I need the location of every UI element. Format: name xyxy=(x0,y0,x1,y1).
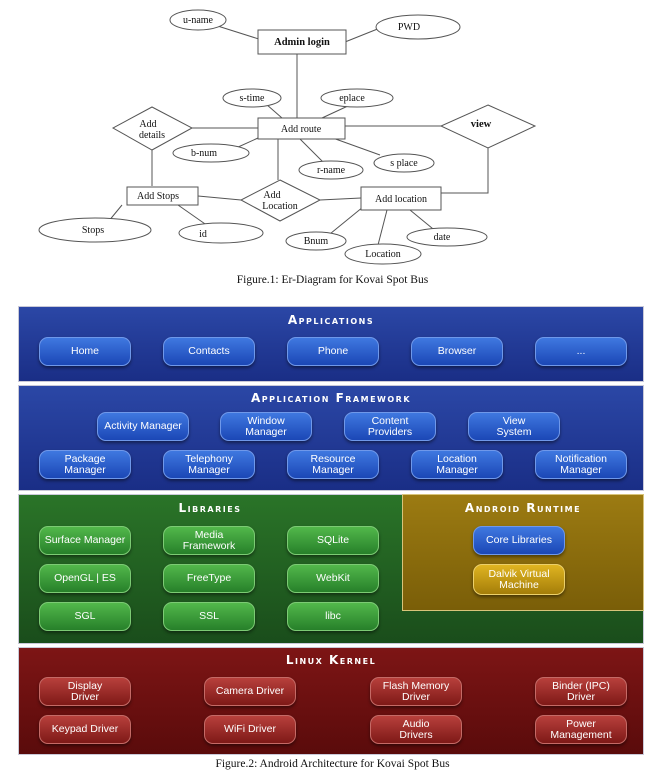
app-block-contacts: Contacts xyxy=(163,337,255,366)
er-shapes xyxy=(38,9,537,265)
runtime-title: Android Runtime xyxy=(464,501,582,515)
attr-id: id xyxy=(199,229,207,240)
library-block-libc: libc xyxy=(287,602,379,631)
attr-date: date xyxy=(434,232,451,243)
attr-bnum: Bnum xyxy=(304,236,329,247)
kernel-block-camera-driver: Camera Driver xyxy=(204,677,296,706)
libraries-title: Libraries xyxy=(178,501,242,515)
kernel-layer: Linux Kernel Display Driver Camera Driver… xyxy=(18,647,644,755)
attr-b-num: b-num xyxy=(191,148,217,159)
library-block-webkit: WebKit xyxy=(287,564,379,593)
attr-location: Location xyxy=(365,249,401,260)
framework-block-location-manager: Location Manager xyxy=(411,450,503,479)
attr-s-time: s-time xyxy=(240,93,266,104)
attr-s-place: s place xyxy=(390,158,418,169)
entity-add-route: Add route xyxy=(281,124,322,135)
framework-block-telephony-manager: Telephony Manager xyxy=(163,450,255,479)
figure2-caption: Figure.2: Android Architecture for Kovai… xyxy=(215,758,450,770)
kernel-block-wifi-driver: WiFi Driver xyxy=(204,715,296,744)
library-block-sgl: SGL xyxy=(39,602,131,631)
attr-pwd: PWD xyxy=(398,22,420,33)
entity-add-location: Add location xyxy=(375,194,427,205)
attr-r-name: r-name xyxy=(317,165,346,176)
attr-stops: Stops xyxy=(82,225,104,236)
entity-admin-login: Admin login xyxy=(274,37,330,48)
framework-block-view-system: View System xyxy=(468,412,560,441)
framework-block-content-providers: Content Providers xyxy=(344,412,436,441)
kernel-block-power-management: Power Management xyxy=(535,715,627,744)
attr-u-name: u-name xyxy=(183,15,214,26)
kernel-title: Linux Kernel xyxy=(285,653,377,667)
runtime-block-core-libraries: Core Libraries xyxy=(473,526,565,555)
framework-block-package-manager: Package Manager xyxy=(39,450,131,479)
library-block-freetype: FreeType xyxy=(163,564,255,593)
kernel-block-keypad-driver: Keypad Driver xyxy=(39,715,131,744)
app-block-more: ... xyxy=(535,337,627,366)
kernel-block-display-driver: Display Driver xyxy=(39,677,131,706)
framework-block-window-manager: Window Manager xyxy=(220,412,312,441)
kernel-block-audio-drivers: Audio Drivers xyxy=(370,715,462,744)
framework-block-resource-manager: Resource Manager xyxy=(287,450,379,479)
entity-add-stops: Add Stops xyxy=(137,191,179,202)
er-connectors xyxy=(107,21,489,246)
er-diagram: Admin login Add route Add Stops Add loca… xyxy=(38,9,537,265)
framework-block-activity-manager: Activity Manager xyxy=(97,412,189,441)
library-block-sqlite: SQLite xyxy=(287,526,379,555)
runtime-block-dalvik-virtual-machine: Dalvik Virtual Machine xyxy=(473,564,565,595)
kernel-block-flash-memory-driver: Flash Memory Driver xyxy=(370,677,462,706)
libraries-layer: Libraries Surface Manager Media Framework… xyxy=(18,494,644,644)
library-block-surface-manager: Surface Manager xyxy=(39,526,131,555)
framework-block-notification-manager: Notification Manager xyxy=(535,450,627,479)
figure1-caption: Figure.1: Er-Diagram for Kovai Spot Bus xyxy=(236,274,429,286)
app-block-phone: Phone xyxy=(287,337,379,366)
library-block-opengl-es: OpenGL | ES xyxy=(39,564,131,593)
app-block-home: Home xyxy=(39,337,131,366)
applications-layer: Applications Home Contacts Phone Browser... xyxy=(18,306,644,382)
app-block-browser: Browser xyxy=(411,337,503,366)
android-architecture: Applications Home Contacts Phone Browser...… xyxy=(18,306,644,755)
framework-title: Application Framework xyxy=(250,391,412,405)
attr-eplace: eplace xyxy=(339,93,365,104)
library-block-ssl: SSL xyxy=(163,602,255,631)
applications-title: Applications xyxy=(287,313,375,327)
framework-layer: Application Framework Activity Manager Wi… xyxy=(18,385,644,491)
kernel-block-binder-ipc-driver: Binder (IPC) Driver xyxy=(535,677,627,706)
library-block-media-framework: Media Framework xyxy=(163,526,255,555)
relationship-view: view xyxy=(471,119,492,130)
